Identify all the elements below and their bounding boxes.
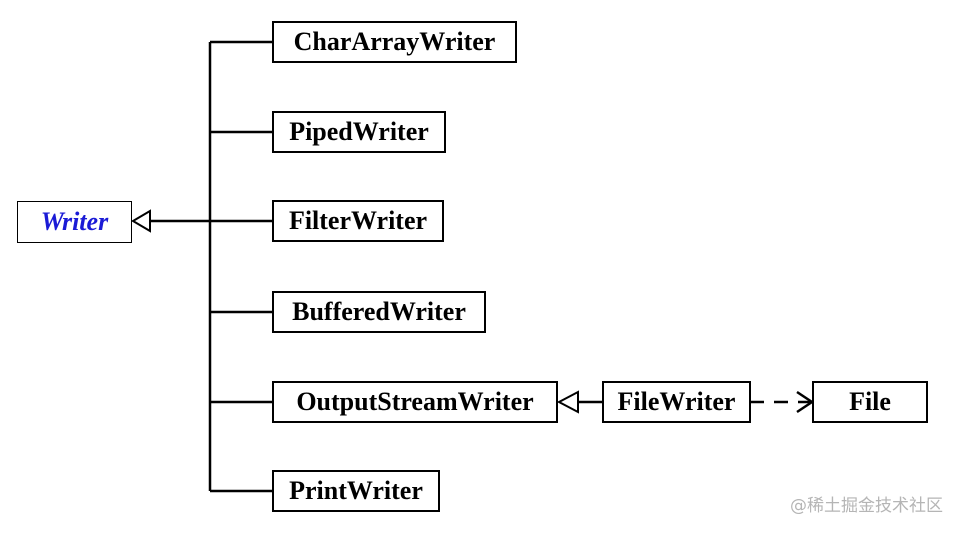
class-box-bufferedwriter: BufferedWriter <box>272 291 486 333</box>
class-box-pipedwriter: PipedWriter <box>272 111 446 153</box>
class-label-printwriter: PrintWriter <box>289 476 423 505</box>
class-label-bufferedwriter: BufferedWriter <box>292 297 466 326</box>
class-label-pipedwriter: PipedWriter <box>289 117 429 146</box>
class-box-outputstreamwriter: OutputStreamWriter <box>272 381 558 423</box>
class-label-filterwriter: FilterWriter <box>288 206 428 235</box>
inheritance-arrowhead-writer <box>131 209 151 233</box>
inheritance-arrowhead-outputstreamwriter <box>556 390 579 414</box>
class-box-file: File <box>812 381 928 423</box>
class-box-chararraywriter: CharArrayWriter <box>272 21 517 63</box>
class-label-writer: Writer <box>40 207 109 236</box>
class-label-outputstreamwriter: OutputStreamWriter <box>296 387 534 416</box>
class-label-filewriter: FileWriter <box>617 387 736 416</box>
class-box-filterwriter: FilterWriter <box>272 200 444 242</box>
class-box-printwriter: PrintWriter <box>272 470 440 512</box>
class-box-writer: Writer <box>17 201 132 243</box>
watermark: @稀土掘金技术社区 <box>790 496 943 516</box>
class-box-filewriter: FileWriter <box>602 381 751 423</box>
class-label-chararraywriter: CharArrayWriter <box>293 27 496 56</box>
class-label-file: File <box>849 387 891 416</box>
